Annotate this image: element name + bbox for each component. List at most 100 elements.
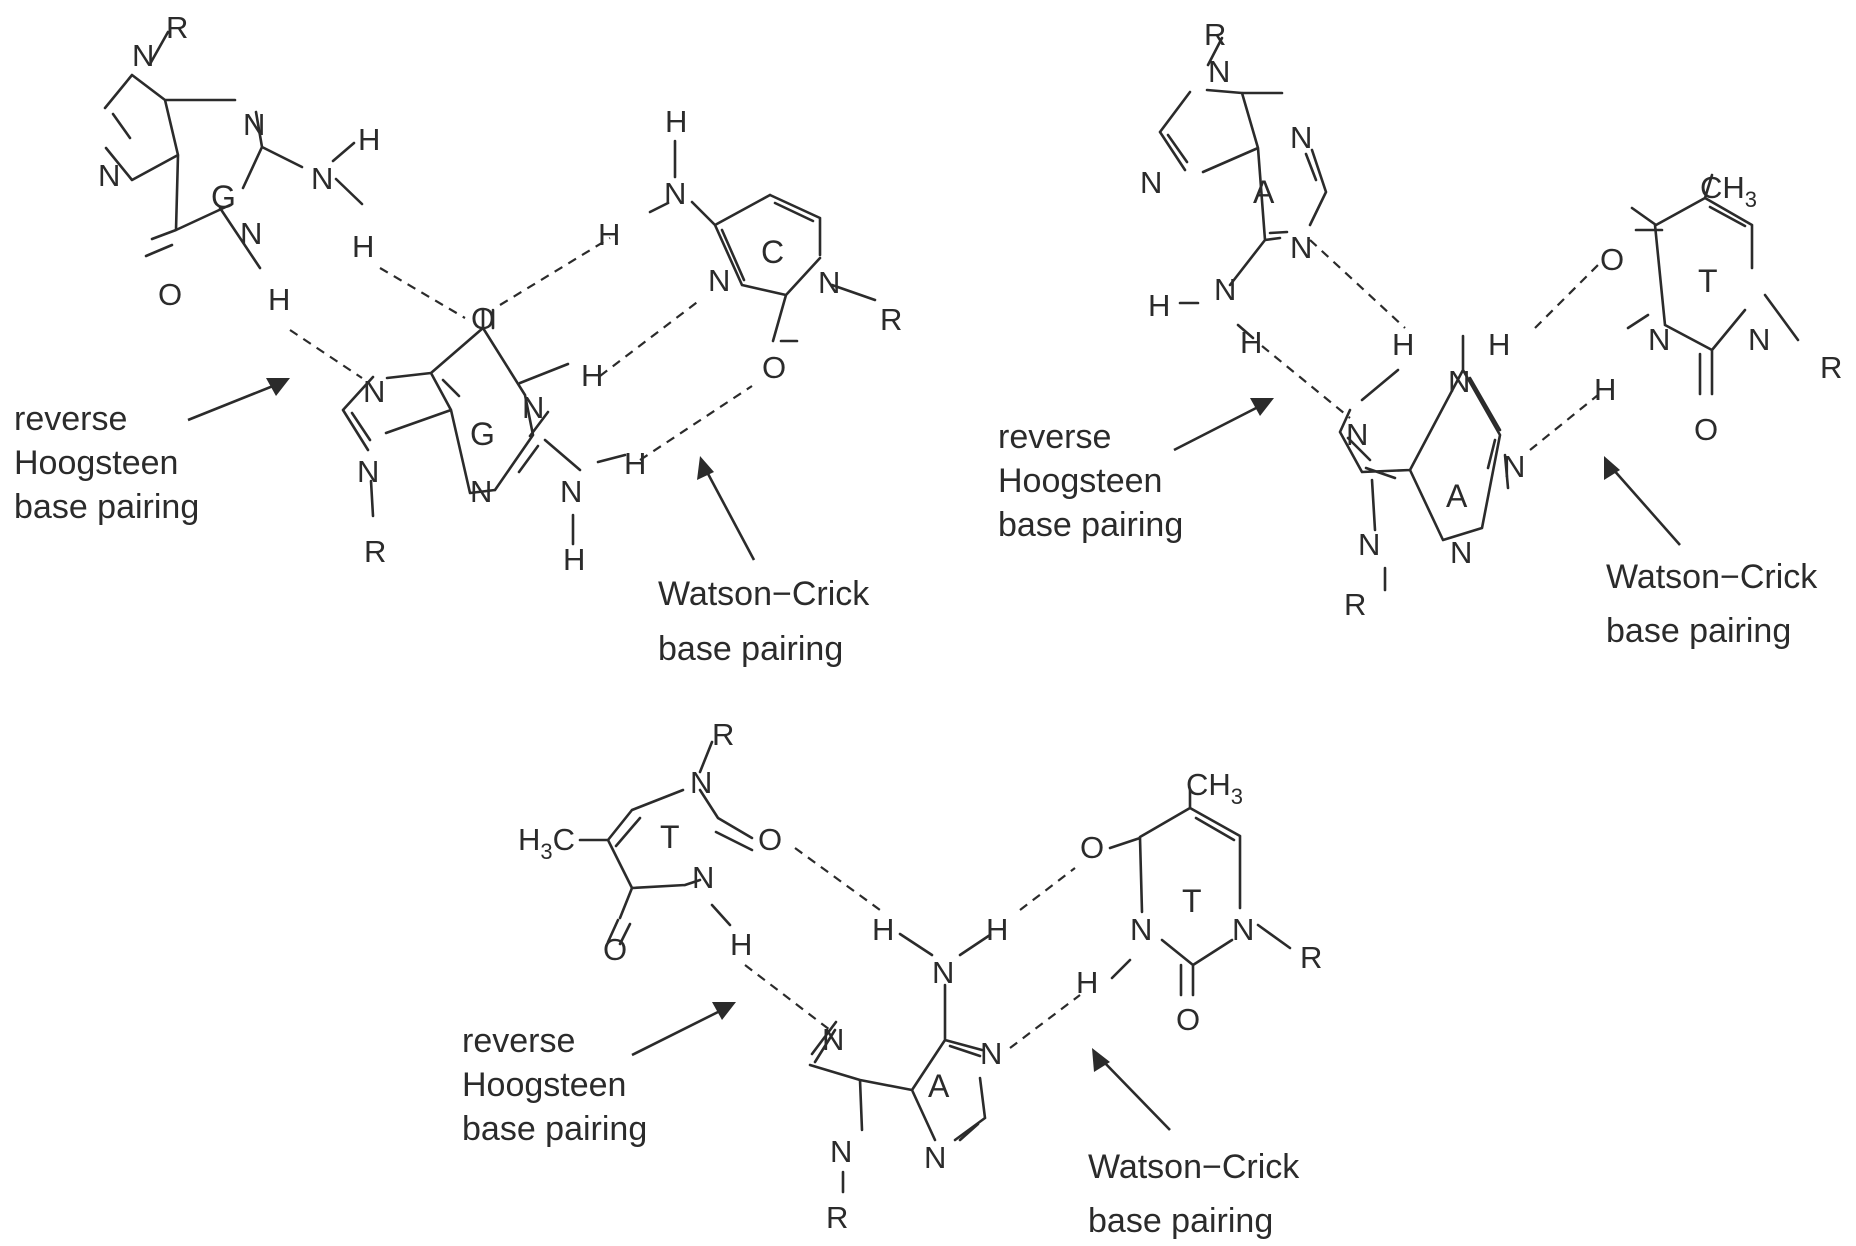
atom-n3: N (924, 1140, 946, 1175)
base-label-g: G (470, 416, 495, 452)
atom-r: R (712, 717, 734, 752)
atom-n7: N (98, 158, 120, 193)
atom-n3: N (1648, 322, 1670, 357)
thymine-left: N R H3C O N O H T (518, 717, 782, 967)
atom-o4: O (1080, 830, 1104, 865)
base-label-c: C (761, 234, 784, 270)
hydrogen-bonds-aat (1261, 239, 1599, 451)
arrow-head (1092, 1048, 1110, 1072)
atom-n3: N (470, 474, 492, 509)
atom-n1: N (1290, 230, 1312, 265)
atom-h: H (563, 542, 585, 577)
atom-n7: N (363, 374, 385, 409)
atom-h1: H (268, 282, 290, 317)
atom-o2: O (1694, 412, 1718, 447)
guanine-center: N N R O N H N N H H G (341, 301, 646, 577)
caption-line: base pairing (998, 506, 1183, 544)
caption-hoogsteen-ggc: reverse Hoogsteen base pairing (14, 378, 290, 526)
atom-n1: N (1748, 322, 1770, 357)
atom-h: H (1594, 372, 1616, 407)
atom-o2: O (1176, 1002, 1200, 1037)
base-label-a: A (928, 1068, 950, 1104)
ch3-main: CH (1186, 767, 1231, 802)
atom-r: R (166, 10, 188, 45)
atom-o2: O (758, 822, 782, 857)
atom-n6: N (1448, 364, 1470, 399)
panel-tat: N R H3C O N O H T N H H N N N N R A CH (462, 717, 1322, 1240)
caption-line: reverse (14, 400, 127, 438)
atom-n1: N (240, 216, 262, 251)
atom-h: H (1392, 327, 1414, 362)
caption-line: base pairing (658, 630, 843, 668)
atom-n3: N (243, 107, 265, 142)
arrow-head (266, 378, 290, 396)
adenine-center: N H H N N R N N A (1338, 327, 1525, 622)
arrow-head (1604, 456, 1620, 480)
caption-line: base pairing (14, 488, 199, 526)
caption-hoogsteen-tat: reverse Hoogsteen base pairing (462, 1002, 736, 1148)
caption-line: Hoogsteen (14, 444, 178, 482)
atom-n3: N (1130, 912, 1152, 947)
hydrogen-bonds-ggc (289, 237, 753, 461)
atom-h: H (665, 104, 687, 139)
base-label-a: A (1446, 478, 1468, 514)
atom-h: H (730, 927, 752, 962)
thymine-right-tat: CH3 O N H N R O T (1076, 767, 1322, 1037)
caption-line: Watson−Crick (1606, 558, 1818, 596)
atom-r: R (1820, 350, 1842, 385)
ch3-sub: 3 (1745, 187, 1757, 212)
atom-o4: O (1600, 242, 1624, 277)
base-label-t: T (660, 819, 680, 855)
atom-n3: N (1450, 535, 1472, 570)
atom-n3: N (1290, 120, 1312, 155)
atom-n9: N (357, 454, 379, 489)
atom-h: H (986, 912, 1008, 947)
base-label-a: A (1253, 174, 1275, 210)
atom-n9: N (132, 38, 154, 73)
caption-watson-crick-ggc: Watson−Crick base pairing (658, 456, 870, 668)
atom-n3: N (708, 263, 730, 298)
atom-r: R (826, 1200, 848, 1235)
arrow-head (697, 456, 714, 480)
atom-ch3: CH3 (1700, 170, 1757, 212)
thymine-right: CH3 O N H N R O T (1594, 170, 1842, 447)
atom-h: H (1148, 288, 1170, 323)
base-label-t: T (1182, 883, 1202, 919)
atom-h: H (581, 358, 603, 393)
caption-line: Hoogsteen (998, 462, 1162, 500)
atom-h: H (872, 912, 894, 947)
atom-o4: O (603, 932, 627, 967)
atom-n1: N (690, 765, 712, 800)
atom-n1: N (818, 265, 840, 300)
caption-line: reverse (462, 1022, 575, 1060)
caption-watson-crick-aat: Watson−Crick base pairing (1604, 456, 1818, 650)
caption-hoogsteen-aat: reverse Hoogsteen base pairing (998, 398, 1274, 544)
caption-line: base pairing (1606, 612, 1791, 650)
atom-h: H (1076, 965, 1098, 1000)
atom-o2: O (762, 350, 786, 385)
atom-n4: N (664, 176, 686, 211)
atom-r: R (1344, 587, 1366, 622)
atom-n7: N (822, 1022, 844, 1057)
atom-n1: N (1503, 449, 1525, 484)
hydrogen-bonds-tat (744, 847, 1081, 1049)
atom-n7: N (1140, 165, 1162, 200)
caption-line: base pairing (1088, 1202, 1273, 1240)
atom-n2: N (560, 474, 582, 509)
atom-h: H (358, 122, 380, 157)
atom-n3: N (692, 860, 714, 895)
h3c-main: H (518, 822, 540, 857)
adenine-top: N R N N N N H H A (1140, 17, 1328, 360)
atom-n7: N (1346, 417, 1368, 452)
base-label-t: T (1698, 263, 1718, 299)
caption-line: Watson−Crick (1088, 1148, 1300, 1186)
arrow-head (712, 1002, 736, 1020)
base-label-g: G (211, 179, 236, 215)
atom-h: H (624, 446, 646, 481)
ch3-sub: 3 (1231, 784, 1243, 809)
adenine-center-tat: N H H N N N N R A (808, 912, 1008, 1235)
caption-line: Watson−Crick (658, 575, 870, 613)
atom-r: R (1300, 940, 1322, 975)
